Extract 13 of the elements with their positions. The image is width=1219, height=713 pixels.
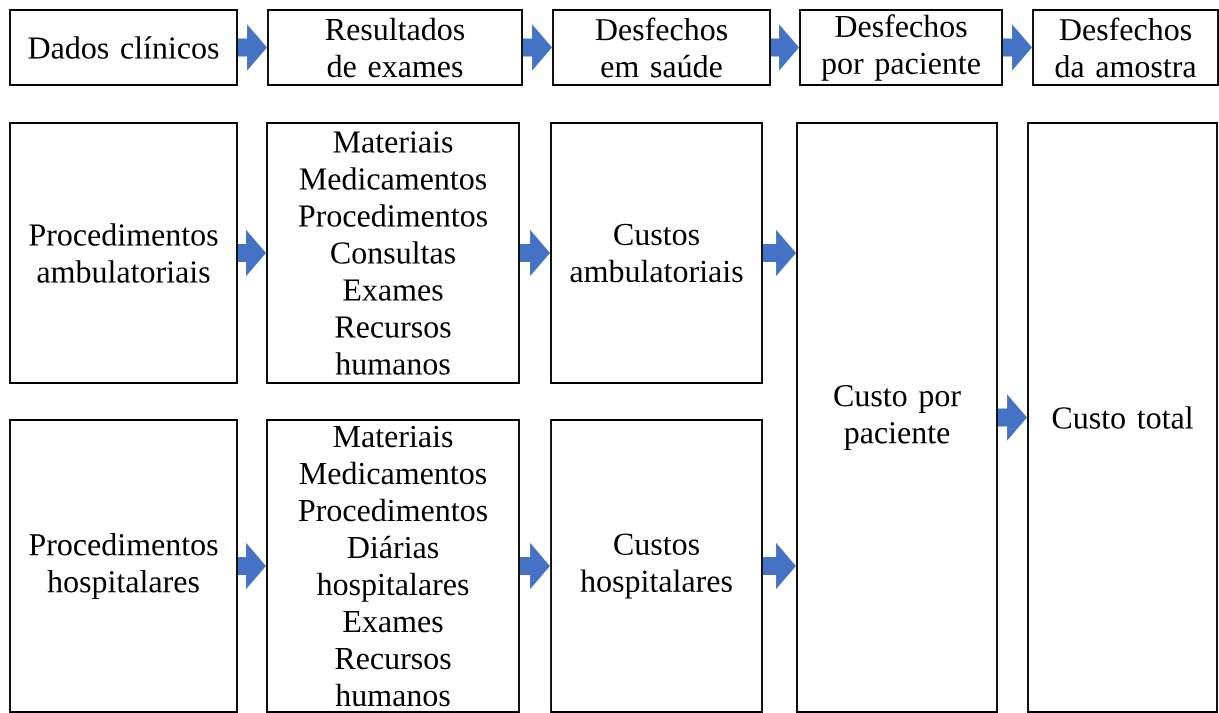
process-box: Dados clínicos — [9, 9, 238, 86]
process-box: Custos ambulatoriais — [550, 122, 763, 384]
process-box: Custos hospitalares — [550, 419, 763, 713]
process-box: Custo por paciente — [796, 122, 998, 713]
list-box: Materiais Medicamentos Procedimentos Diárias hospitalares Exames Recursos humanos — [266, 419, 520, 713]
process-box: Desfechos em saúde — [552, 9, 771, 86]
process-box: Desfechos por paciente — [799, 9, 1003, 86]
process-box: Resultados de exames — [267, 9, 523, 86]
process-box: Custo total — [1027, 122, 1218, 713]
process-box: Procedimentos ambulatoriais — [9, 122, 238, 384]
list-box: Materiais Medicamentos Procedimentos Consultas Exames Recursos humanos — [266, 122, 520, 384]
process-box: Desfechos da amostra — [1032, 9, 1219, 86]
process-box: Procedimentos hospitalares — [9, 419, 238, 713]
